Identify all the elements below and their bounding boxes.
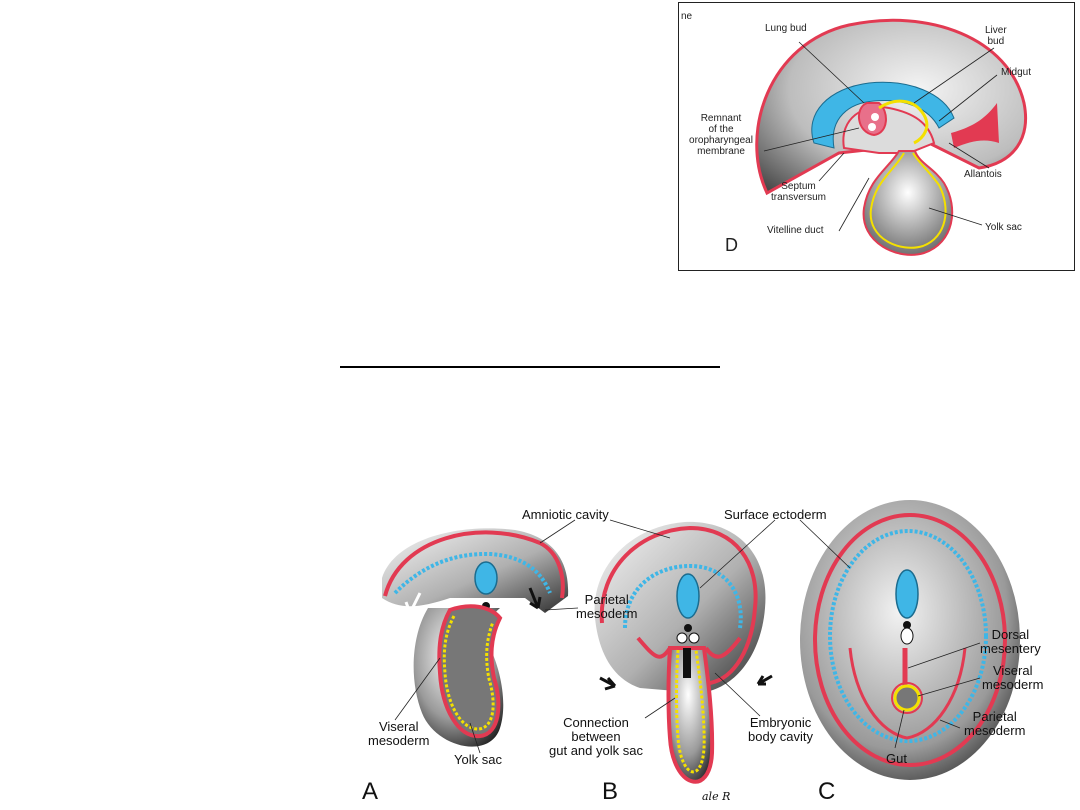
label-midgut: Midgut [1001, 67, 1032, 78]
label-gut: Gut [886, 751, 907, 766]
horizontal-divider [340, 366, 720, 368]
label-parietal-mesoderm-c: Parietal mesoderm [964, 709, 1026, 738]
figure-abc-panel: Amniotic cavity Surface ectoderm Parieta… [340, 498, 1080, 810]
label-viseral-mesoderm-a: Viseral mesoderm [368, 719, 430, 748]
label-dorsal-mesentery: Dorsal mesentery [980, 627, 1041, 656]
label-yolk-sac-d: Yolk sac [985, 222, 1022, 233]
label-yolk-sac-a: Yolk sac [454, 752, 502, 767]
panel-letter-c: C [818, 778, 836, 805]
figure-d-illustration [755, 18, 1027, 256]
label-lung-bud: Lung bud [765, 23, 807, 34]
label-septum-transversum: Septum transversum [771, 181, 827, 203]
label-embryonic-body-cavity: Embryonic body cavity [748, 715, 814, 744]
label-amniotic-cavity: Amniotic cavity [522, 507, 609, 522]
leader-yolk-sac [928, 207, 983, 226]
leader-remnant [763, 127, 860, 152]
artist-signature: ale R [702, 790, 731, 803]
leader-viseral-a [394, 657, 441, 721]
leader-parietal-a [544, 607, 579, 611]
leader-parietal-c [939, 719, 961, 729]
leader-lung-bud [798, 41, 865, 104]
label-parietal-mesoderm-a: Parietal mesoderm [576, 592, 638, 621]
panel-letter-d: D [725, 235, 738, 255]
label-remnant-oropharyngeal: Remnant of the oropharyngeal membrane [689, 113, 753, 157]
label-connection-gut-yolk: Connection between gut and yolk sac [549, 715, 643, 758]
leader-vitelline [838, 177, 870, 232]
leader-septum [818, 152, 845, 182]
panel-letter-b: B [602, 778, 619, 805]
label-viseral-mesoderm-c: Viseral mesoderm [982, 663, 1044, 692]
label-liver-bud: Liver bud [985, 25, 1007, 47]
leader-amniotic-cavity-b [609, 519, 671, 539]
corner-fragment-text: ne [681, 11, 693, 22]
leader-surface-ectoderm-b [699, 519, 776, 589]
label-allantois: Allantois [964, 169, 1002, 180]
leader-connection [644, 697, 676, 719]
leader-viseral-c [917, 677, 981, 697]
label-surface-ectoderm: Surface ectoderm [724, 507, 827, 522]
leader-midgut [938, 74, 998, 122]
leader-amniotic-cavity [539, 519, 576, 544]
leader-yolk-sac-a [469, 722, 481, 754]
leader-liver-bud [913, 47, 995, 104]
leader-embryonic-cavity [714, 672, 761, 717]
figure-abc-illustration [382, 500, 1020, 784]
leader-allantois [948, 142, 990, 169]
label-vitelline-duct: Vitelline duct [767, 225, 824, 236]
leader-dorsal-mesentery [907, 642, 981, 669]
figure-d-panel: ne Lung bud Liver bud Midgut Remnant of … [678, 2, 1075, 271]
panel-letter-a: A [362, 778, 379, 805]
leader-surface-ectoderm-c [799, 519, 851, 569]
leader-gut [894, 709, 905, 749]
